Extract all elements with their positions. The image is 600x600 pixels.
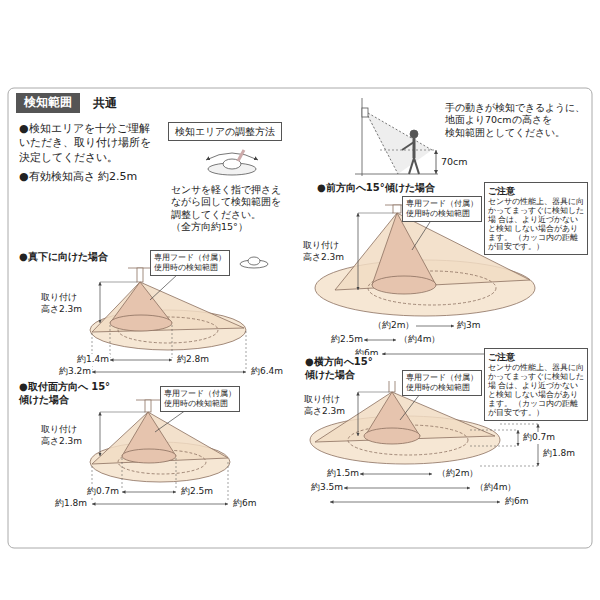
caution-heading: ご注意 xyxy=(488,352,584,363)
callout-box: 専用フード（付属） 使用時の検知範囲 xyxy=(402,370,482,396)
dimension-label: 約1.4m xyxy=(76,354,110,366)
callout-box: 専用フード（付属） 使用時の検知範囲 xyxy=(402,196,482,222)
caution-box: ご注意センサの性能上、器具に向 かってまっすぐに検知した場 合は、より近づかない… xyxy=(484,182,588,255)
dimension-label: 約0.7m xyxy=(522,432,556,444)
case-heading: ●横方向へ15° 傾けた場合 xyxy=(304,355,402,381)
dimension-label: 70cm xyxy=(440,156,469,168)
instruction-note: センサを軽く指で押さえ ながら回して検知範囲を 調整してください。 （全方向約1… xyxy=(170,184,302,233)
box-text: 検知エリアの調整方法 xyxy=(175,125,275,138)
caution-text: センサの性能上、器具に向 かってまっすぐに検知した場 合は、より近づかないと検知… xyxy=(488,363,584,417)
case-heading: ●真下に向けた場合 xyxy=(18,250,109,263)
dimension-label: 約6m xyxy=(504,496,530,508)
height-label: 取り付け 高さ2.3m xyxy=(303,394,353,417)
dimension-label: 約6.4m xyxy=(250,366,284,378)
dimension-label: （約2m） xyxy=(372,320,416,332)
height-label: 取り付け 高さ2.3m xyxy=(302,240,356,263)
caution-box: ご注意センサの性能上、器具に向 かってまっすぐに検知した場 合は、より近づかない… xyxy=(484,348,588,421)
caution-text: センサの性能上、器具に向 かってまっすぐに検知した場 合は、より近づかないと検知… xyxy=(488,197,584,251)
dimension-label: 約1.8m xyxy=(542,448,576,460)
height-label: 取り付け 高さ2.3m xyxy=(40,292,98,315)
dimension-label: （約4m） xyxy=(474,482,518,494)
callout-text: 専用フード（付属） 使用時の検知範囲 xyxy=(406,373,478,393)
section-tag: 共通 xyxy=(92,96,118,112)
dimension-label: 約2.5m xyxy=(330,334,364,346)
dimension-label: 約2.5m xyxy=(180,486,214,498)
page-title: 検知範囲 xyxy=(16,93,80,113)
dimension-label: 約3.2m xyxy=(58,366,92,378)
case-heading: ●取付面方向へ 15°傾けた場合 xyxy=(18,380,132,406)
dimension-label: 約1.8m xyxy=(54,498,88,510)
dimension-label: 約3.5m xyxy=(310,482,344,494)
instruction-note: 手の動きが検知できるように、 地面より70cmの高さを 検知範囲としてください。 xyxy=(444,102,590,139)
dimension-label: 約6m xyxy=(232,498,258,510)
caution-heading: ご注意 xyxy=(488,186,584,197)
dimension-label: （約4m） xyxy=(398,334,442,346)
callout-text: 専用フード（付属） 使用時の検知範囲 xyxy=(154,253,226,273)
height-label: 取り付け 高さ2.3m xyxy=(40,424,98,447)
dimension-label: 約1.5m xyxy=(326,468,360,480)
bullet-note: ●検知エリアを十分ご理解 いただき、取り付け場所を 決定してください。 xyxy=(18,122,168,165)
bullet-note: ●有効検知高さ 約2.5m xyxy=(18,170,170,184)
callout-text: 専用フード（付属） 使用時の検知範囲 xyxy=(406,199,478,219)
dimension-label: 約0.7m xyxy=(86,486,120,498)
callout-box: 専用フード（付属） 使用時の検知範囲 xyxy=(160,386,240,412)
dimension-label: 約2.8m xyxy=(176,354,210,366)
dimension-label: 約3m xyxy=(456,320,482,332)
method-box: 検知エリアの調整方法 xyxy=(168,122,282,141)
callout-box: 専用フード（付属） 使用時の検知範囲 xyxy=(150,250,230,276)
callout-text: 専用フード（付属） 使用時の検知範囲 xyxy=(164,389,236,409)
dimension-label: （約2m） xyxy=(436,468,480,480)
case-heading: ●前方向へ15°傾けた場合 xyxy=(316,181,436,194)
